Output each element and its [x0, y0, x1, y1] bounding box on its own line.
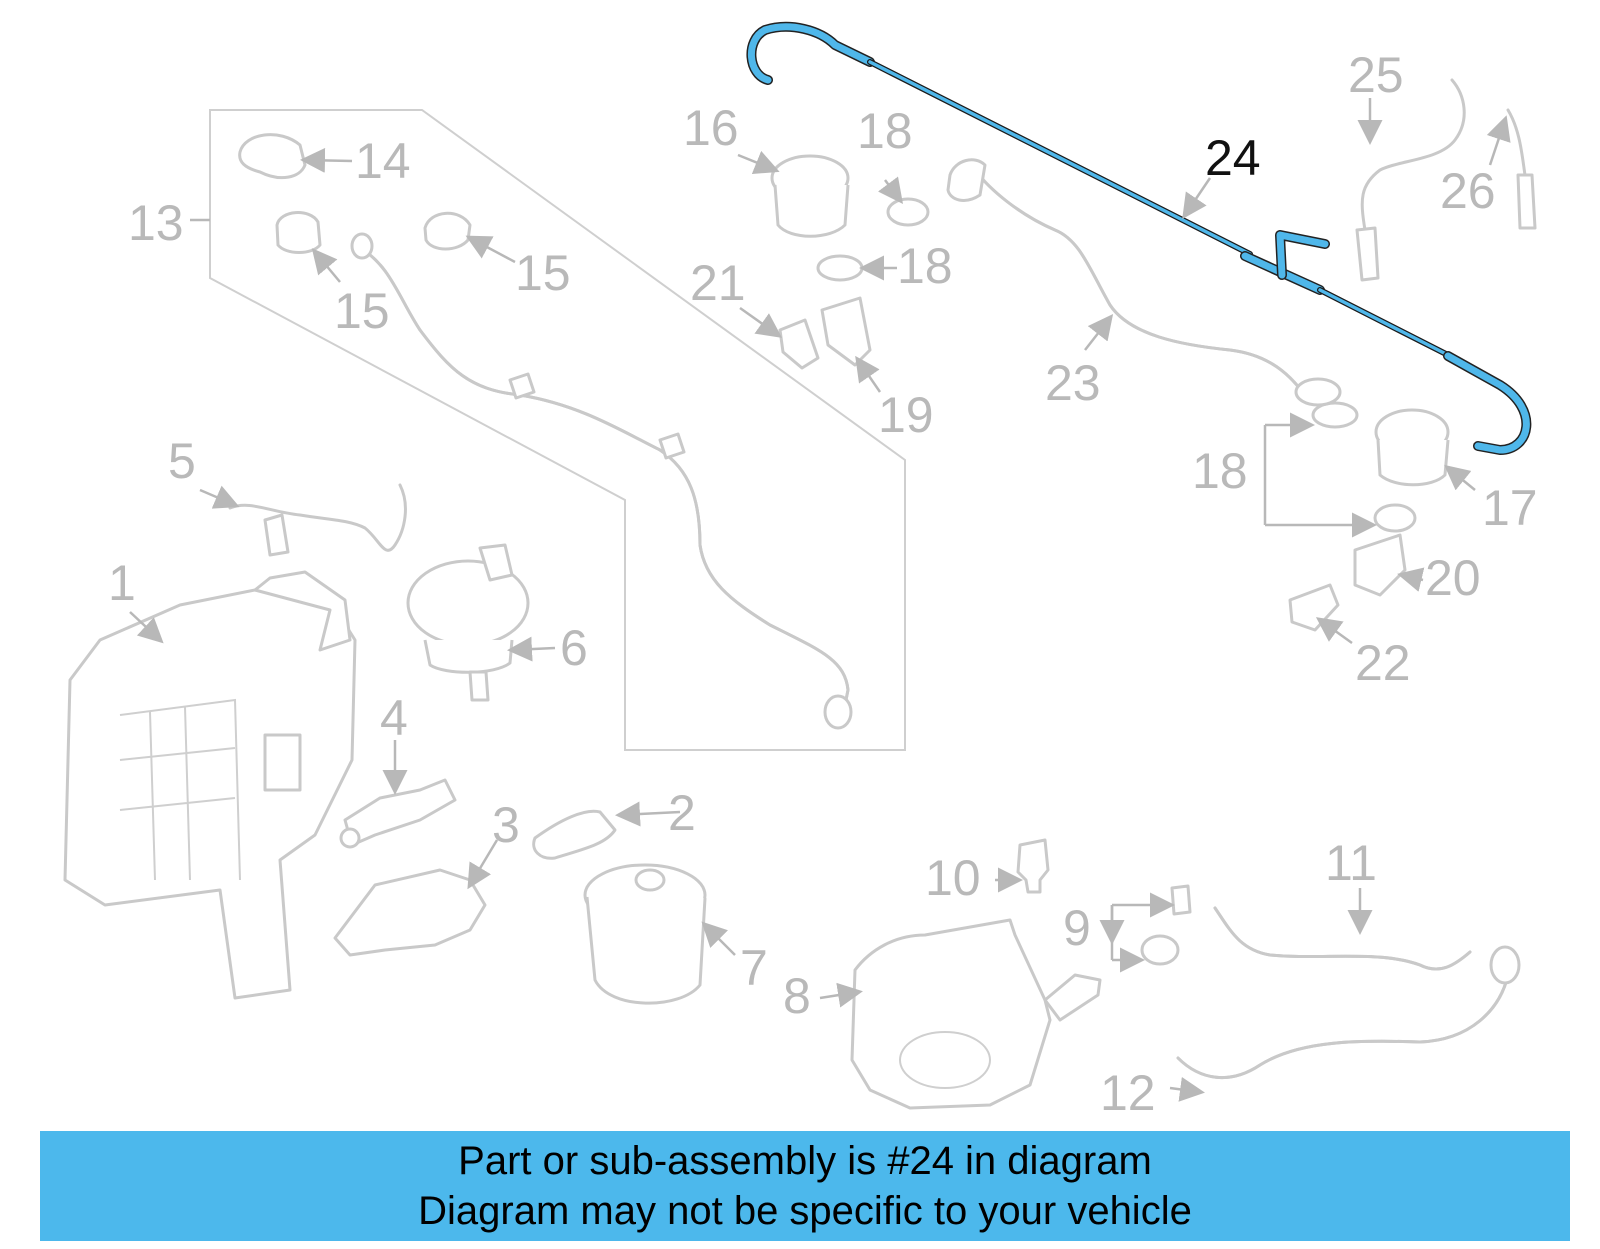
- part-24-left-hook-fill: [747, 23, 874, 84]
- callout-26: 26: [1440, 163, 1496, 219]
- part-13-pipe-inner: [358, 246, 850, 707]
- part-25-sensor-wire: [1360, 78, 1466, 232]
- part-11-hose-inner: [1213, 906, 1472, 971]
- part-25-sensor-body: [1355, 226, 1380, 282]
- part-26-sensor-body: [1516, 173, 1537, 230]
- part-18b-gasket: [816, 254, 864, 282]
- group-13-panel: [209, 109, 906, 751]
- part-23-pipe-flange: [946, 158, 987, 202]
- part-7-air-pump-body: [585, 896, 707, 1005]
- callout-12: 12: [1100, 1065, 1156, 1121]
- callout-24: 24: [1205, 130, 1261, 186]
- callout-7: 7: [740, 940, 768, 996]
- callout-2: 2: [668, 785, 696, 841]
- callout-3: 3: [492, 797, 520, 853]
- part-18c-gasket-top: [1311, 401, 1359, 429]
- banner-line-1: Part or sub-assembly is #24 in diagram: [458, 1139, 1152, 1183]
- part-10-sensor: [1016, 838, 1050, 894]
- callout-22: 22: [1355, 635, 1411, 691]
- part-1-canister: [63, 588, 357, 1000]
- callout-18a: 18: [857, 103, 913, 159]
- leader-lines: [129, 98, 1511, 1102]
- part-3-valve-bracket: [333, 868, 487, 957]
- part-26-sensor-wire: [1506, 108, 1527, 177]
- part-23-pipe: [973, 168, 1307, 397]
- callout-17: 17: [1482, 480, 1538, 536]
- part-24-rod-fill: [868, 60, 1252, 256]
- part-24-right-hook: [1443, 351, 1532, 455]
- part-1-canister-top: [253, 570, 352, 652]
- callout-13: 13: [128, 195, 184, 251]
- callout-labels: 1 2 3 4 5 6 7 8 9 10 11 12 13 14 15 15 1…: [108, 47, 1538, 1121]
- part-6-valve-lower: [423, 639, 514, 674]
- part-6-valve-top: [478, 543, 514, 582]
- part-12-hose: [1176, 973, 1510, 1080]
- part-8-bracket-arm: [1043, 973, 1102, 1022]
- part-13-clip-b: [658, 432, 686, 460]
- part-1-label-plate: [263, 733, 302, 792]
- part-21-plate: [778, 318, 820, 370]
- callout-15a: 15: [334, 283, 390, 339]
- callout-11: 11: [1325, 835, 1377, 891]
- part-12-hose-inner: [1176, 973, 1510, 1080]
- callout-10: 10: [925, 850, 981, 906]
- part-2-fitting: [532, 809, 617, 860]
- part-9-grommet: [1140, 934, 1180, 966]
- part-5-connector: [263, 513, 290, 557]
- part-13-clip-a: [508, 372, 536, 400]
- callout-5: 5: [168, 433, 196, 489]
- part-4-valve: [343, 778, 457, 847]
- part-17-valve-body: [1376, 439, 1450, 487]
- callout-14: 14: [355, 133, 411, 189]
- callout-23: 23: [1045, 355, 1101, 411]
- part-14-cap: [238, 133, 307, 180]
- callout-16: 16: [683, 100, 739, 156]
- part-15a-clamp: [275, 211, 322, 254]
- part-22-plate: [1288, 583, 1340, 632]
- part-8-bracket-hole: [899, 1031, 991, 1089]
- part-16-valve-body: [773, 184, 850, 238]
- callout-19: 19: [878, 387, 934, 443]
- banner-line-2: Diagram may not be specific to your vehi…: [418, 1189, 1192, 1233]
- info-banner: Part or sub-assembly is #24 in diagram D…: [40, 1131, 1570, 1241]
- callout-21: 21: [690, 255, 746, 311]
- callout-18b: 18: [897, 238, 953, 294]
- part-5-sensor-harness: [228, 483, 407, 552]
- callout-25: 25: [1348, 47, 1404, 103]
- part-24-right-hook-fill: [1444, 352, 1530, 454]
- callout-18c: 18: [1192, 443, 1248, 499]
- callout-4: 4: [380, 690, 408, 746]
- part-1-canister-ribs: [119, 698, 241, 881]
- part-11-hose: [1213, 906, 1472, 971]
- part-13-pipe-start: [350, 232, 374, 260]
- part-23-pipe-outlet: [1294, 377, 1342, 407]
- part-24-rod-lower-fill: [1318, 288, 1452, 358]
- part-12-hose-end: [1489, 945, 1521, 985]
- part-4-valve-port: [339, 827, 361, 849]
- callout-6: 6: [560, 620, 588, 676]
- part-18c-gasket-bottom: [1373, 503, 1417, 533]
- part-9-bolt: [1170, 884, 1192, 916]
- callout-8: 8: [783, 968, 811, 1024]
- part-6-valve-stem: [468, 670, 490, 702]
- part-15b-cap: [423, 211, 472, 251]
- callout-15b: 15: [515, 245, 571, 301]
- callout-9: 9: [1063, 900, 1091, 956]
- part-24-tee-branch-fill: [1276, 231, 1329, 279]
- callout-1: 1: [108, 555, 136, 611]
- part-13-pipe-end: [823, 694, 853, 730]
- part-23-pipe-inner: [973, 168, 1307, 397]
- part-7-air-pump-outlet: [634, 868, 666, 892]
- part-8-bracket: [850, 918, 1052, 1110]
- part-19-plate: [820, 296, 872, 367]
- part-18a-gasket: [886, 197, 930, 227]
- part-20-plate: [1353, 533, 1407, 597]
- callout-20: 20: [1425, 550, 1481, 606]
- part-24-hose-assembly: [746, 21, 1532, 455]
